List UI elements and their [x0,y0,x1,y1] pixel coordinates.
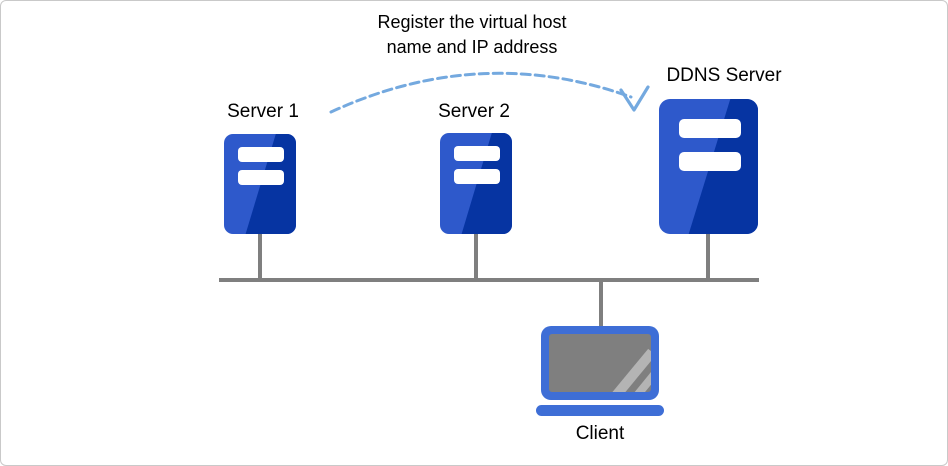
register-arrow-head [619,85,650,112]
server1-icon [224,134,296,234]
register-annotation: Register the virtual host name and IP ad… [331,10,613,60]
ddns-server-label: DDNS Server [666,65,782,86]
laptop-screen [549,334,651,392]
network-bus [219,234,759,328]
register-annotation-line1: Register the virtual host [377,12,567,32]
client-laptop-icon [536,326,664,416]
client-label: Client [575,423,625,444]
server2-icon [440,133,512,234]
register-annotation-line2: name and IP address [386,37,558,57]
register-arrow-icon [329,71,650,114]
server2-label: Server 2 [438,101,510,122]
laptop-screen-reflection [610,348,651,392]
register-arrow-curve [329,71,633,114]
ddns-server-icon [659,99,758,234]
laptop-base [536,405,664,416]
server1-label: Server 1 [227,101,299,122]
